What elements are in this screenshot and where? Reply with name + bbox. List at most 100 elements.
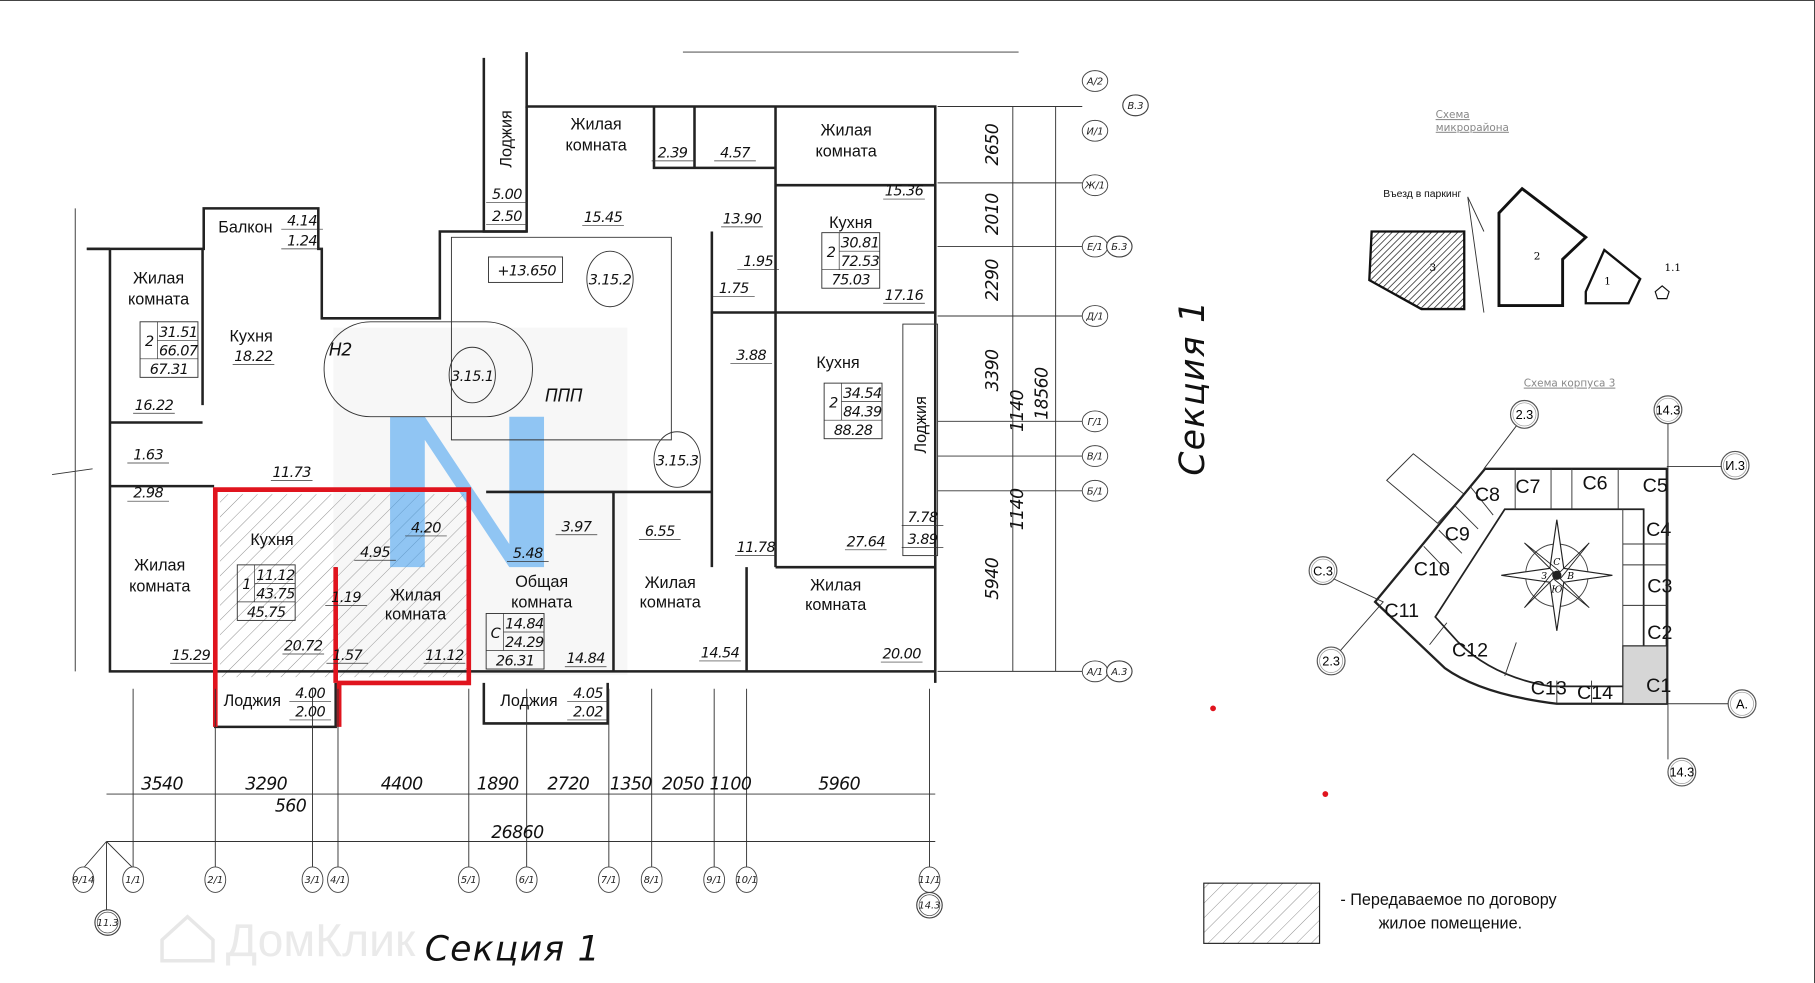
- selected-apartment-outline[interactable]: [212, 487, 472, 727]
- section-label: С2: [1647, 622, 1672, 644]
- building-1-label: 1: [1604, 276, 1611, 288]
- apartment-full-area: 75.03: [832, 273, 871, 289]
- room-marker-3152: [586, 250, 634, 308]
- compass-north: С: [1553, 557, 1560, 568]
- apartment-living-area: 30.81: [841, 236, 879, 252]
- axis-bubble: [1081, 479, 1109, 502]
- room-area: 4.20: [411, 520, 441, 536]
- apartment-box-frame: [139, 321, 199, 378]
- dimension-bottom: 2050: [662, 774, 704, 794]
- axis-label-bottom: 10/1: [736, 875, 758, 886]
- apartment-box-frame: [823, 382, 883, 440]
- building-1-1-label: 1.1: [1664, 262, 1681, 274]
- axis-bubble: [1081, 174, 1109, 197]
- compass-rose-icon: С В Ю З: [1501, 519, 1613, 631]
- axis-label-right: А/2: [1086, 76, 1103, 87]
- apartment-total-area: 84.39: [843, 405, 882, 421]
- dimension-total: 26860: [491, 823, 544, 843]
- red-dot: [1210, 705, 1216, 712]
- parking-entrance-label: Въезд в паркинг: [1383, 189, 1461, 200]
- apartment-living-area: 31.51: [159, 325, 197, 341]
- dimension-bottom: 1100: [709, 774, 751, 794]
- room-area: 2.02: [573, 704, 603, 720]
- axis-bubble-double: [1122, 94, 1149, 117]
- dimension-bottom: 3290: [245, 774, 287, 794]
- apartment-full-area: 67.31: [150, 362, 188, 378]
- marker-elevation: +13.650: [497, 263, 556, 279]
- apartment-room-count: 2: [145, 334, 154, 350]
- axis-label-bottom: 1/1: [125, 875, 141, 886]
- axis-label-bottom: 5/1: [461, 875, 477, 886]
- axis-bubble: [457, 866, 480, 893]
- axis-bubble: [1081, 445, 1109, 467]
- logo-watermark: [333, 327, 628, 675]
- room-label-living_b: комната: [511, 594, 572, 612]
- axis-bubble-double: [94, 909, 121, 936]
- room-marker-3153: [653, 431, 701, 488]
- domclick-brand: ДомКлик: [226, 914, 416, 966]
- axis-bubble: [640, 866, 663, 893]
- dimension-right: 1140: [1008, 488, 1028, 530]
- compass-south: Ю: [1550, 585, 1562, 596]
- domclick-watermark: ДомКлик: [160, 914, 416, 966]
- room-area: 4.57: [720, 145, 751, 161]
- building-scheme-title: Схема корпуса 3: [1524, 378, 1616, 390]
- scheme-axis-bubble-inner: [1319, 649, 1344, 673]
- dimension-right: 18560: [1033, 367, 1053, 420]
- room-label-living_b: комната: [816, 142, 877, 160]
- section-label: С14: [1577, 682, 1613, 704]
- axis-bubble-inner: [96, 911, 119, 934]
- apartment-room-count: С: [491, 626, 502, 642]
- room-area: 20.72: [284, 639, 323, 655]
- room-area: 4.05: [573, 686, 603, 702]
- legend-line-2: жилое помещение.: [1379, 914, 1523, 932]
- axis-label-right: Д/1: [1085, 311, 1103, 322]
- axis-bubble-double: [916, 891, 943, 919]
- section-label: С1: [1646, 675, 1671, 697]
- district-scheme-title: Схема: [1436, 109, 1470, 121]
- axis-bubble-double: [1105, 660, 1133, 683]
- scheme-axis-bubble: [1667, 757, 1697, 787]
- room-label-loggia: Лоджия: [498, 110, 516, 167]
- room-label-living_b: комната: [805, 596, 866, 614]
- room-area: 15.36: [885, 184, 924, 200]
- scheme-axis-label: 14.3: [1669, 765, 1694, 780]
- district-scheme-title: микрорайона: [1436, 122, 1509, 134]
- room-label-living_a: Жилая: [390, 587, 441, 605]
- ppp-label: ППП: [545, 387, 583, 407]
- scheme-axis-bubble: [1316, 646, 1346, 676]
- axis-label-bottom: 11/1: [918, 875, 940, 886]
- room-area: 15.45: [584, 210, 623, 226]
- marker-room_3151: 3.15.1: [451, 369, 494, 385]
- axis-label-bottom: 7/1: [601, 875, 617, 886]
- room-area: 11.73: [272, 465, 311, 481]
- section-label: С8: [1475, 484, 1500, 506]
- room-label-kitchen: Кухня: [230, 327, 273, 345]
- section-label: С9: [1445, 524, 1470, 546]
- apartment-living-area: 11.12: [256, 568, 295, 584]
- dimension-right: 2010: [983, 193, 1003, 235]
- room-label-common_a: Общая: [515, 573, 568, 591]
- room-label-living_a: Жилая: [133, 270, 184, 288]
- axis-bubble: [597, 866, 620, 893]
- room-area: 3.97: [561, 519, 592, 535]
- building-3: [1368, 230, 1466, 311]
- apartment-box-frame: [485, 613, 545, 670]
- compass-east: В: [1566, 571, 1574, 582]
- apartment-full-area: 88.28: [834, 423, 873, 439]
- apartment-full-area: 26.31: [496, 654, 534, 670]
- dimension-bottom: 2720: [547, 774, 589, 794]
- axis-label-right: И/1: [1087, 126, 1104, 137]
- dimension-bottom: 5960: [818, 774, 860, 794]
- room-area: 14.84: [566, 651, 605, 667]
- apartment-total-area: 43.75: [256, 586, 295, 602]
- axis-bubble: [1081, 70, 1109, 92]
- section-label: С11: [1384, 600, 1419, 622]
- room-area: 4.95: [360, 545, 390, 561]
- room-label-living_b: комната: [640, 594, 701, 612]
- apartment-total-area: 24.29: [505, 635, 544, 651]
